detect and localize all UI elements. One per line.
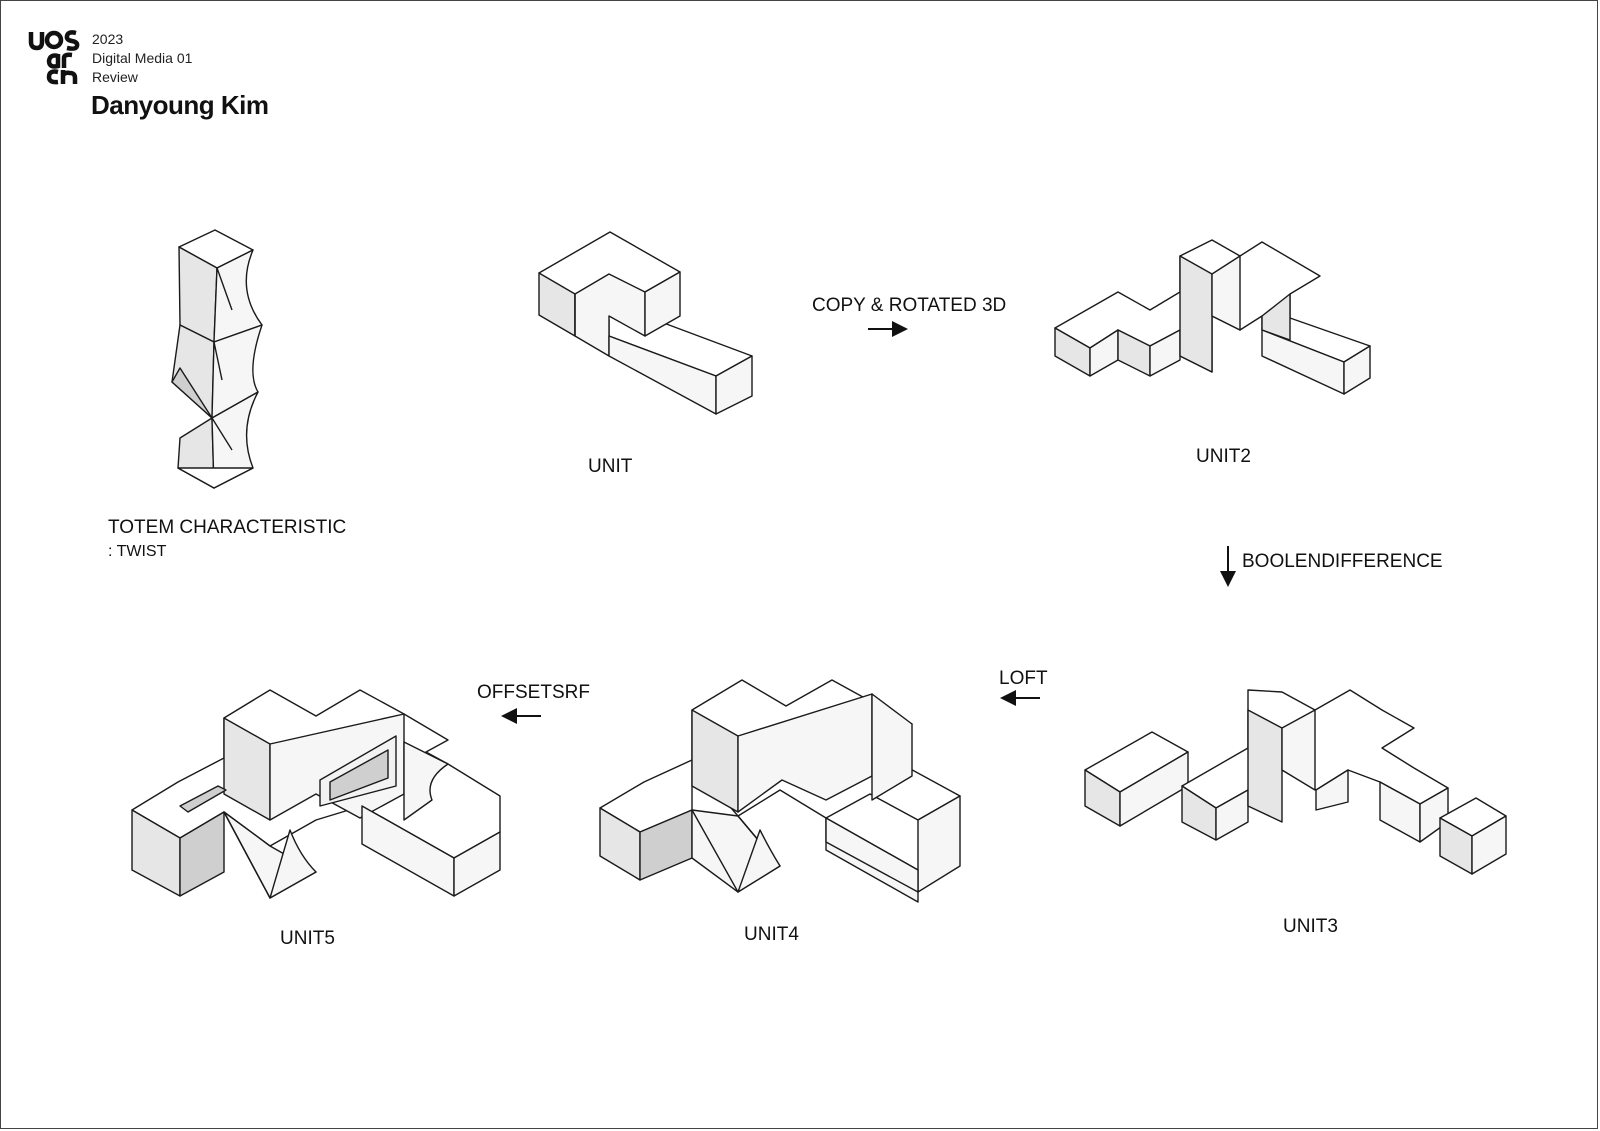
copy-rotate-label: COPY & ROTATED 3D (812, 295, 1007, 316)
unit5-label: UNIT5 (280, 928, 335, 949)
offset-label: OFFSETSRF (477, 682, 590, 703)
unit2-drawing (1054, 239, 1371, 395)
boolean-difference-label: BOOLENDIFFERENCE (1242, 551, 1443, 572)
unit5-drawing (131, 689, 501, 899)
unit-drawing (538, 231, 753, 415)
course-text: Digital Media 01 (92, 50, 193, 66)
unit-label: UNIT (588, 456, 633, 477)
loft-label: LOFT (999, 668, 1048, 689)
author-name: Danyoung Kim (91, 90, 269, 120)
year-text: 2023 (92, 31, 124, 47)
uos-arch-logo-icon (28, 30, 80, 85)
unit3-drawing (1084, 689, 1507, 875)
unit2-label: UNIT2 (1196, 446, 1251, 467)
header-meta: 2023 Digital Media 01 Review (92, 30, 192, 87)
unit4-label: UNIT4 (744, 924, 799, 945)
unit4-drawing (599, 679, 961, 903)
review-text: Review (92, 69, 138, 85)
unit3-label: UNIT3 (1283, 916, 1338, 937)
totem-subtitle: : TWIST (108, 543, 167, 560)
totem-title: TOTEM CHARACTERISTIC (108, 517, 347, 538)
totem-twist-drawing (171, 229, 263, 489)
